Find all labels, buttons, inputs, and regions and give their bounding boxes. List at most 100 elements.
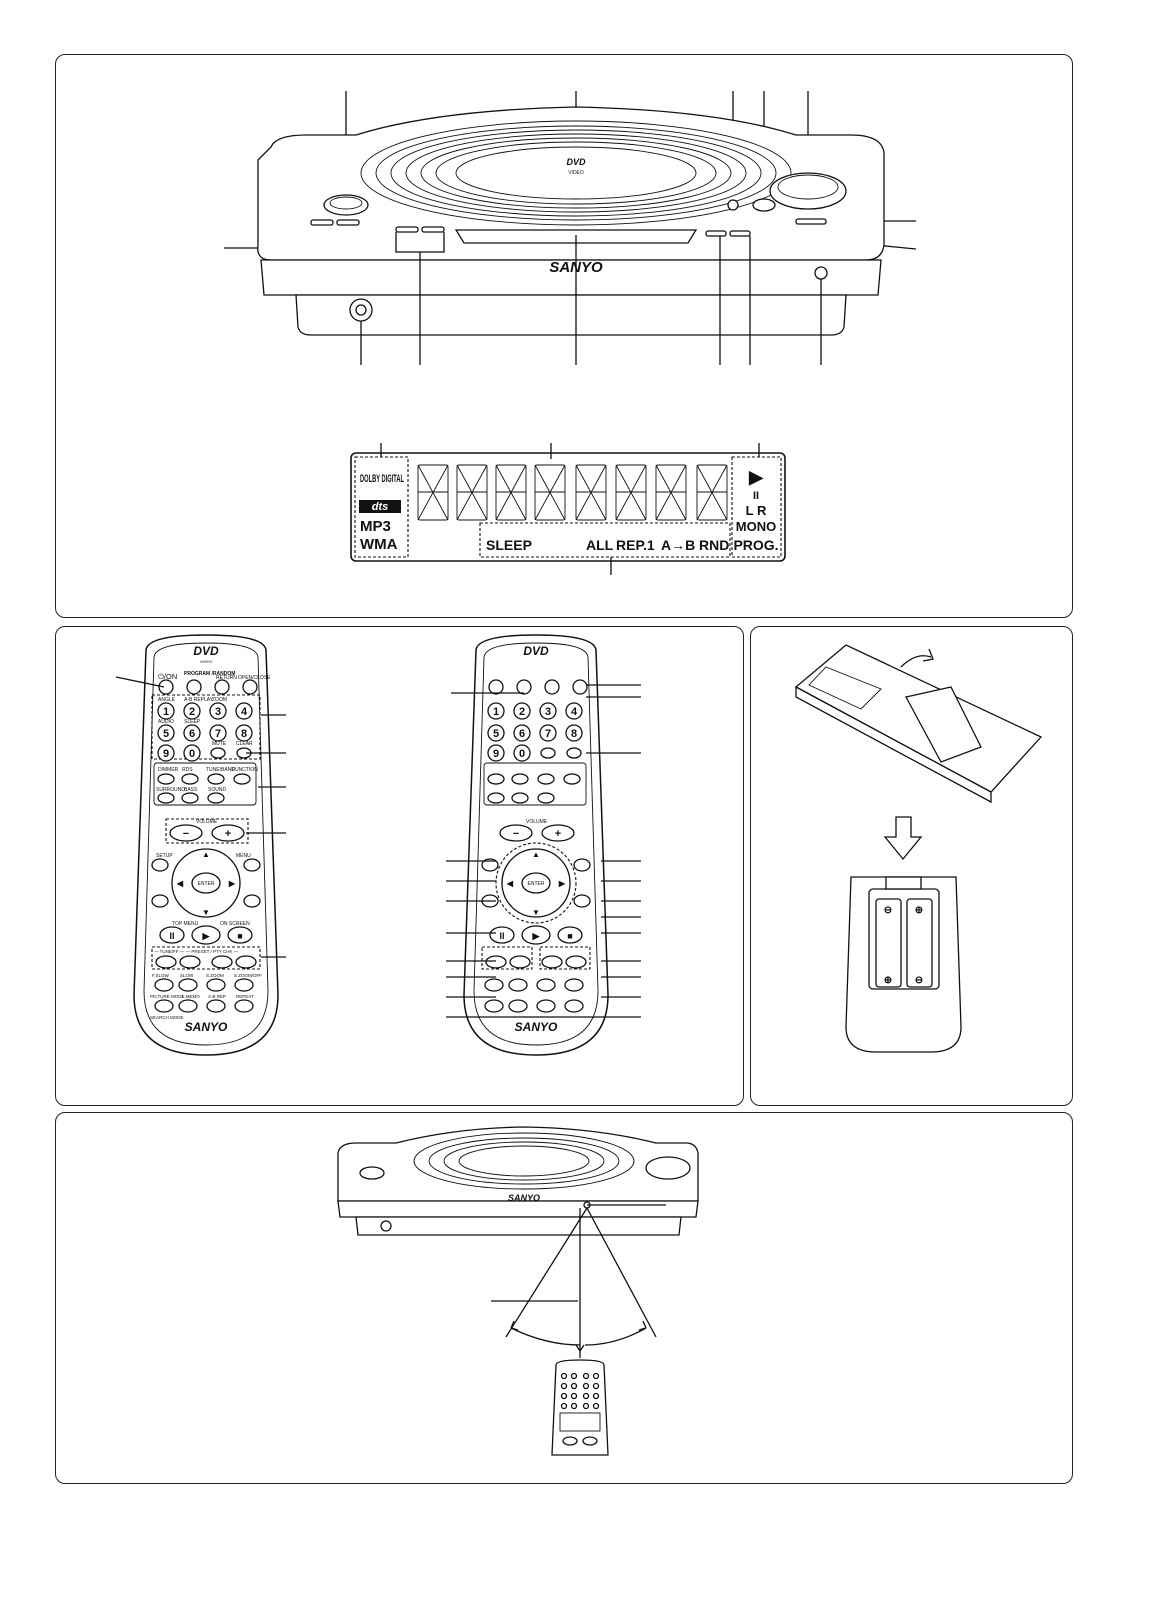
svg-text:▶: ▶	[228, 879, 236, 888]
program-button[interactable]	[186, 679, 202, 695]
svg-text:SANYO: SANYO	[515, 1020, 558, 1034]
range-diagram-panel: SANYO	[55, 1112, 1073, 1484]
svg-text:VOLUME: VOLUME	[526, 819, 548, 825]
remote-range-illustration: SANYO	[337, 1126, 699, 1456]
remote-small	[551, 1359, 609, 1456]
svg-text:S.ZOOM/OFF: S.ZOOM/OFF	[234, 973, 262, 978]
svg-text:ENTER: ENTER	[198, 881, 215, 887]
remote-sensor	[814, 266, 828, 280]
svg-text:PROGRAM /RANDOM: PROGRAM /RANDOM	[184, 671, 235, 677]
standby-indicator	[727, 199, 739, 211]
segment-digits	[417, 464, 728, 521]
svg-text:0: 0	[519, 748, 525, 760]
battery-compartment: ⊖ ⊕ ⊕ ⊖	[845, 876, 962, 1053]
svg-text:⊕: ⊕	[915, 905, 923, 916]
front-buttons[interactable]	[310, 218, 827, 237]
svg-text:1: 1	[163, 706, 169, 718]
svg-text:ANGLE: ANGLE	[158, 697, 176, 703]
svg-text:■: ■	[237, 931, 242, 941]
svg-text:9: 9	[163, 748, 169, 760]
number-keys: 1 2 3 4 5 6 7 8 9 0	[157, 702, 253, 762]
pause-button[interactable]	[159, 926, 185, 944]
lcd-icon-mp3: MP3	[360, 518, 391, 535]
svg-text:SOUND: SOUND	[208, 787, 226, 793]
svg-text:ENTER: ENTER	[528, 881, 545, 887]
function-button[interactable]	[752, 198, 776, 212]
callout-lines-left-remote	[115, 676, 286, 958]
svg-text:▶: ▶	[558, 879, 566, 888]
svg-text:7: 7	[215, 728, 221, 740]
brand-logo-remote: SANYO	[185, 1020, 228, 1034]
svg-text:SANYO: SANYO	[508, 1193, 540, 1203]
svg-text:▲: ▲	[202, 850, 210, 859]
svg-text:3: 3	[545, 706, 551, 718]
svg-text:S.ZOOM: S.ZOOM	[206, 973, 224, 978]
battery-cover	[905, 686, 982, 763]
lcd-icon-dolby: DOLBY DIGITAL	[360, 473, 404, 485]
svg-text:RETURN: RETURN	[216, 675, 237, 681]
play-button[interactable]	[191, 925, 221, 945]
enter-button[interactable]	[191, 872, 221, 894]
svg-text:REPEAT: REPEAT	[236, 994, 254, 999]
svg-text:SEARCH MODE: SEARCH MODE	[150, 1015, 184, 1020]
dvd-logo-top: DVD	[566, 157, 586, 167]
dvd-logo-bottom: VIDEO	[568, 170, 584, 176]
svg-text:5: 5	[163, 728, 169, 740]
svg-text:8: 8	[241, 728, 247, 740]
svg-text:ZOOM: ZOOM	[212, 697, 227, 703]
svg-text:■: ■	[567, 931, 572, 941]
volume-knob[interactable]	[323, 194, 369, 216]
lcd-rep1: REP.1	[616, 537, 655, 553]
battery-diagram-panel: ⊖ ⊕ ⊕ ⊖	[750, 626, 1073, 1106]
lcd-mono: MONO	[736, 519, 776, 534]
volume-up-button[interactable]	[211, 824, 245, 842]
svg-text:3: 3	[215, 706, 221, 718]
open-close-button[interactable]	[242, 679, 258, 695]
svg-text:⊖: ⊖	[884, 905, 892, 916]
callout-lines-right-remote	[446, 684, 641, 1018]
unit-diagram-panel: DVD VIDEO SANYO	[55, 54, 1073, 618]
svg-text:+: +	[225, 828, 231, 840]
svg-text:▶: ▶	[202, 931, 211, 941]
lcd-prog: PROG.	[733, 537, 778, 553]
svg-text:▲: ▲	[532, 850, 540, 859]
lcd-play-icon: ▶	[748, 467, 764, 487]
svg-text:II: II	[499, 931, 504, 941]
main-unit-illustration: DVD VIDEO SANYO	[224, 91, 917, 575]
svg-text:2: 2	[519, 706, 525, 718]
lcd-a-b: A→B	[661, 537, 695, 553]
volume-down-button[interactable]	[169, 824, 203, 842]
svg-text:1: 1	[493, 706, 499, 718]
svg-text:L.MEMO: L.MEMO	[182, 994, 200, 999]
remote-dvd-logo: DVD	[193, 644, 219, 658]
svg-text:TOP MENU: TOP MENU	[172, 921, 199, 927]
svg-text:— TUNE/FF — — PRESET / PTY: — TUNE/FF — — PRESET / PTY CHK —	[154, 949, 239, 954]
svg-text:DIMMER: DIMMER	[158, 767, 179, 773]
svg-text:▼: ▼	[202, 908, 210, 917]
svg-text:6: 6	[519, 728, 525, 740]
svg-text:TUNE/BAND: TUNE/BAND	[206, 767, 235, 773]
remote-diagram-panel: DVD VIDEO ⏻/ON PROGRAM /RANDOM RETURN OP…	[55, 626, 744, 1106]
svg-text:A-B REPLAY: A-B REPLAY	[184, 697, 214, 703]
svg-text:4: 4	[571, 706, 578, 718]
svg-text:OPEN/CLOSE: OPEN/CLOSE	[238, 675, 271, 681]
svg-text:7: 7	[545, 728, 551, 740]
battery-illustration: ⊖ ⊕ ⊕ ⊖	[794, 644, 1043, 1053]
svg-text:VOLUME: VOLUME	[196, 819, 218, 825]
mute-button[interactable]	[210, 747, 226, 759]
svg-text:◀: ◀	[176, 879, 184, 888]
jog-dial[interactable]	[769, 172, 847, 210]
return-button[interactable]	[214, 679, 230, 695]
svg-text:SLOW: SLOW	[180, 973, 194, 978]
svg-text:SETUP: SETUP	[156, 853, 173, 859]
svg-text:−: −	[513, 828, 519, 840]
remote-illustrations: DVD VIDEO ⏻/ON PROGRAM /RANDOM RETURN OP…	[115, 634, 641, 1056]
power-button[interactable]	[158, 679, 174, 695]
down-arrow-icon	[883, 816, 923, 861]
lcd-sleep: SLEEP	[486, 537, 532, 553]
lcd-pause-icon: II	[753, 490, 759, 502]
svg-text:◀: ◀	[506, 879, 514, 888]
stop-button[interactable]	[227, 926, 253, 944]
svg-text:▶: ▶	[532, 931, 541, 941]
svg-text:ON SCREEN: ON SCREEN	[220, 921, 250, 927]
